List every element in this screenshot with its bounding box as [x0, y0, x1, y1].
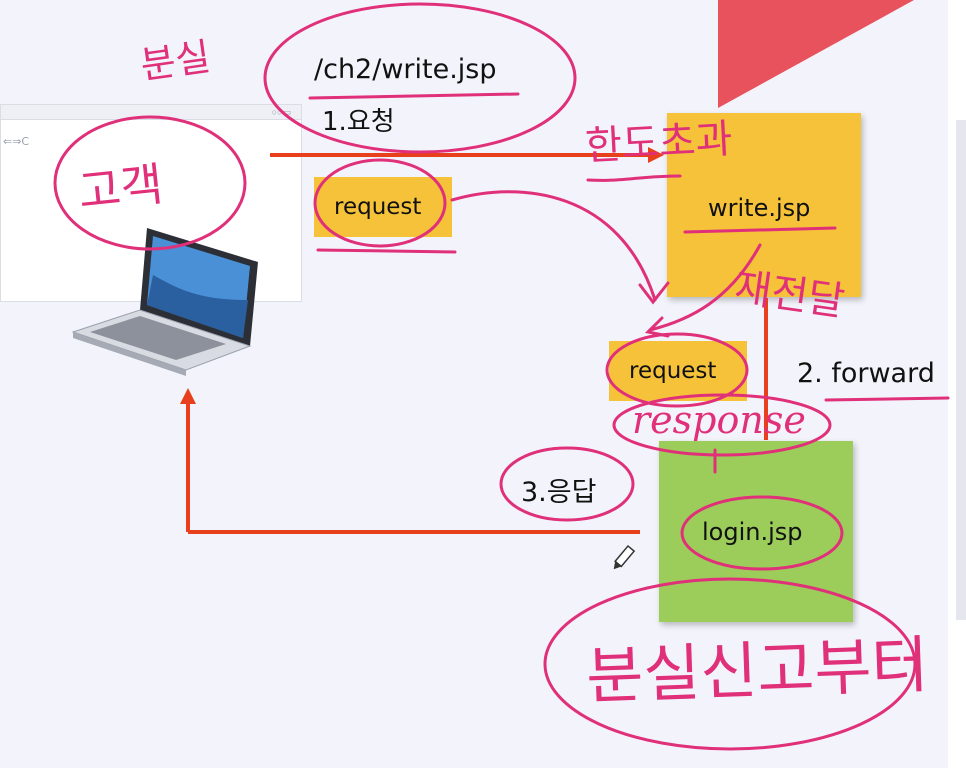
url-text: /ch2/write.jsp — [314, 54, 497, 85]
response-step-circle — [499, 446, 635, 522]
request-mid-circle — [605, 332, 749, 408]
write-jsp-box — [667, 113, 861, 297]
request-box-mid — [609, 341, 747, 401]
request-box-left — [314, 177, 452, 237]
login-circle — [680, 495, 844, 571]
write-jsp-label: write.jsp — [708, 194, 811, 222]
annotation-client: 고객 — [75, 156, 166, 220]
client-circle — [53, 115, 247, 251]
annotation-response: response — [632, 398, 806, 442]
pencil-cursor-icon — [613, 544, 636, 570]
login-jsp-label: login.jsp — [702, 518, 803, 546]
request-left-label: request — [334, 194, 422, 220]
pen-annotations — [53, 2, 950, 751]
browser-nav-icons: ⇐⇒C — [3, 135, 30, 148]
annotation-top-left: 분실 — [137, 34, 214, 88]
bottom-circle — [543, 577, 917, 751]
flow-arrows — [180, 147, 768, 534]
laptop-icon — [71, 228, 258, 376]
annotation-write-top: 한도초과 — [584, 116, 734, 170]
step2-label: 2. forward — [797, 358, 935, 389]
annotation-bottom: 분실신고부터 — [585, 628, 930, 713]
request-circle — [313, 158, 447, 248]
login-jsp-box — [659, 441, 853, 622]
request-mid-label: request — [629, 358, 717, 384]
step1-label: 1.요청 — [322, 107, 395, 137]
right-scrollbar — [948, 0, 966, 768]
red-triangle-shape — [718, 0, 914, 108]
response-circle — [612, 393, 832, 457]
url-circle — [263, 2, 577, 154]
step3-label: 3.응답 — [521, 477, 597, 508]
